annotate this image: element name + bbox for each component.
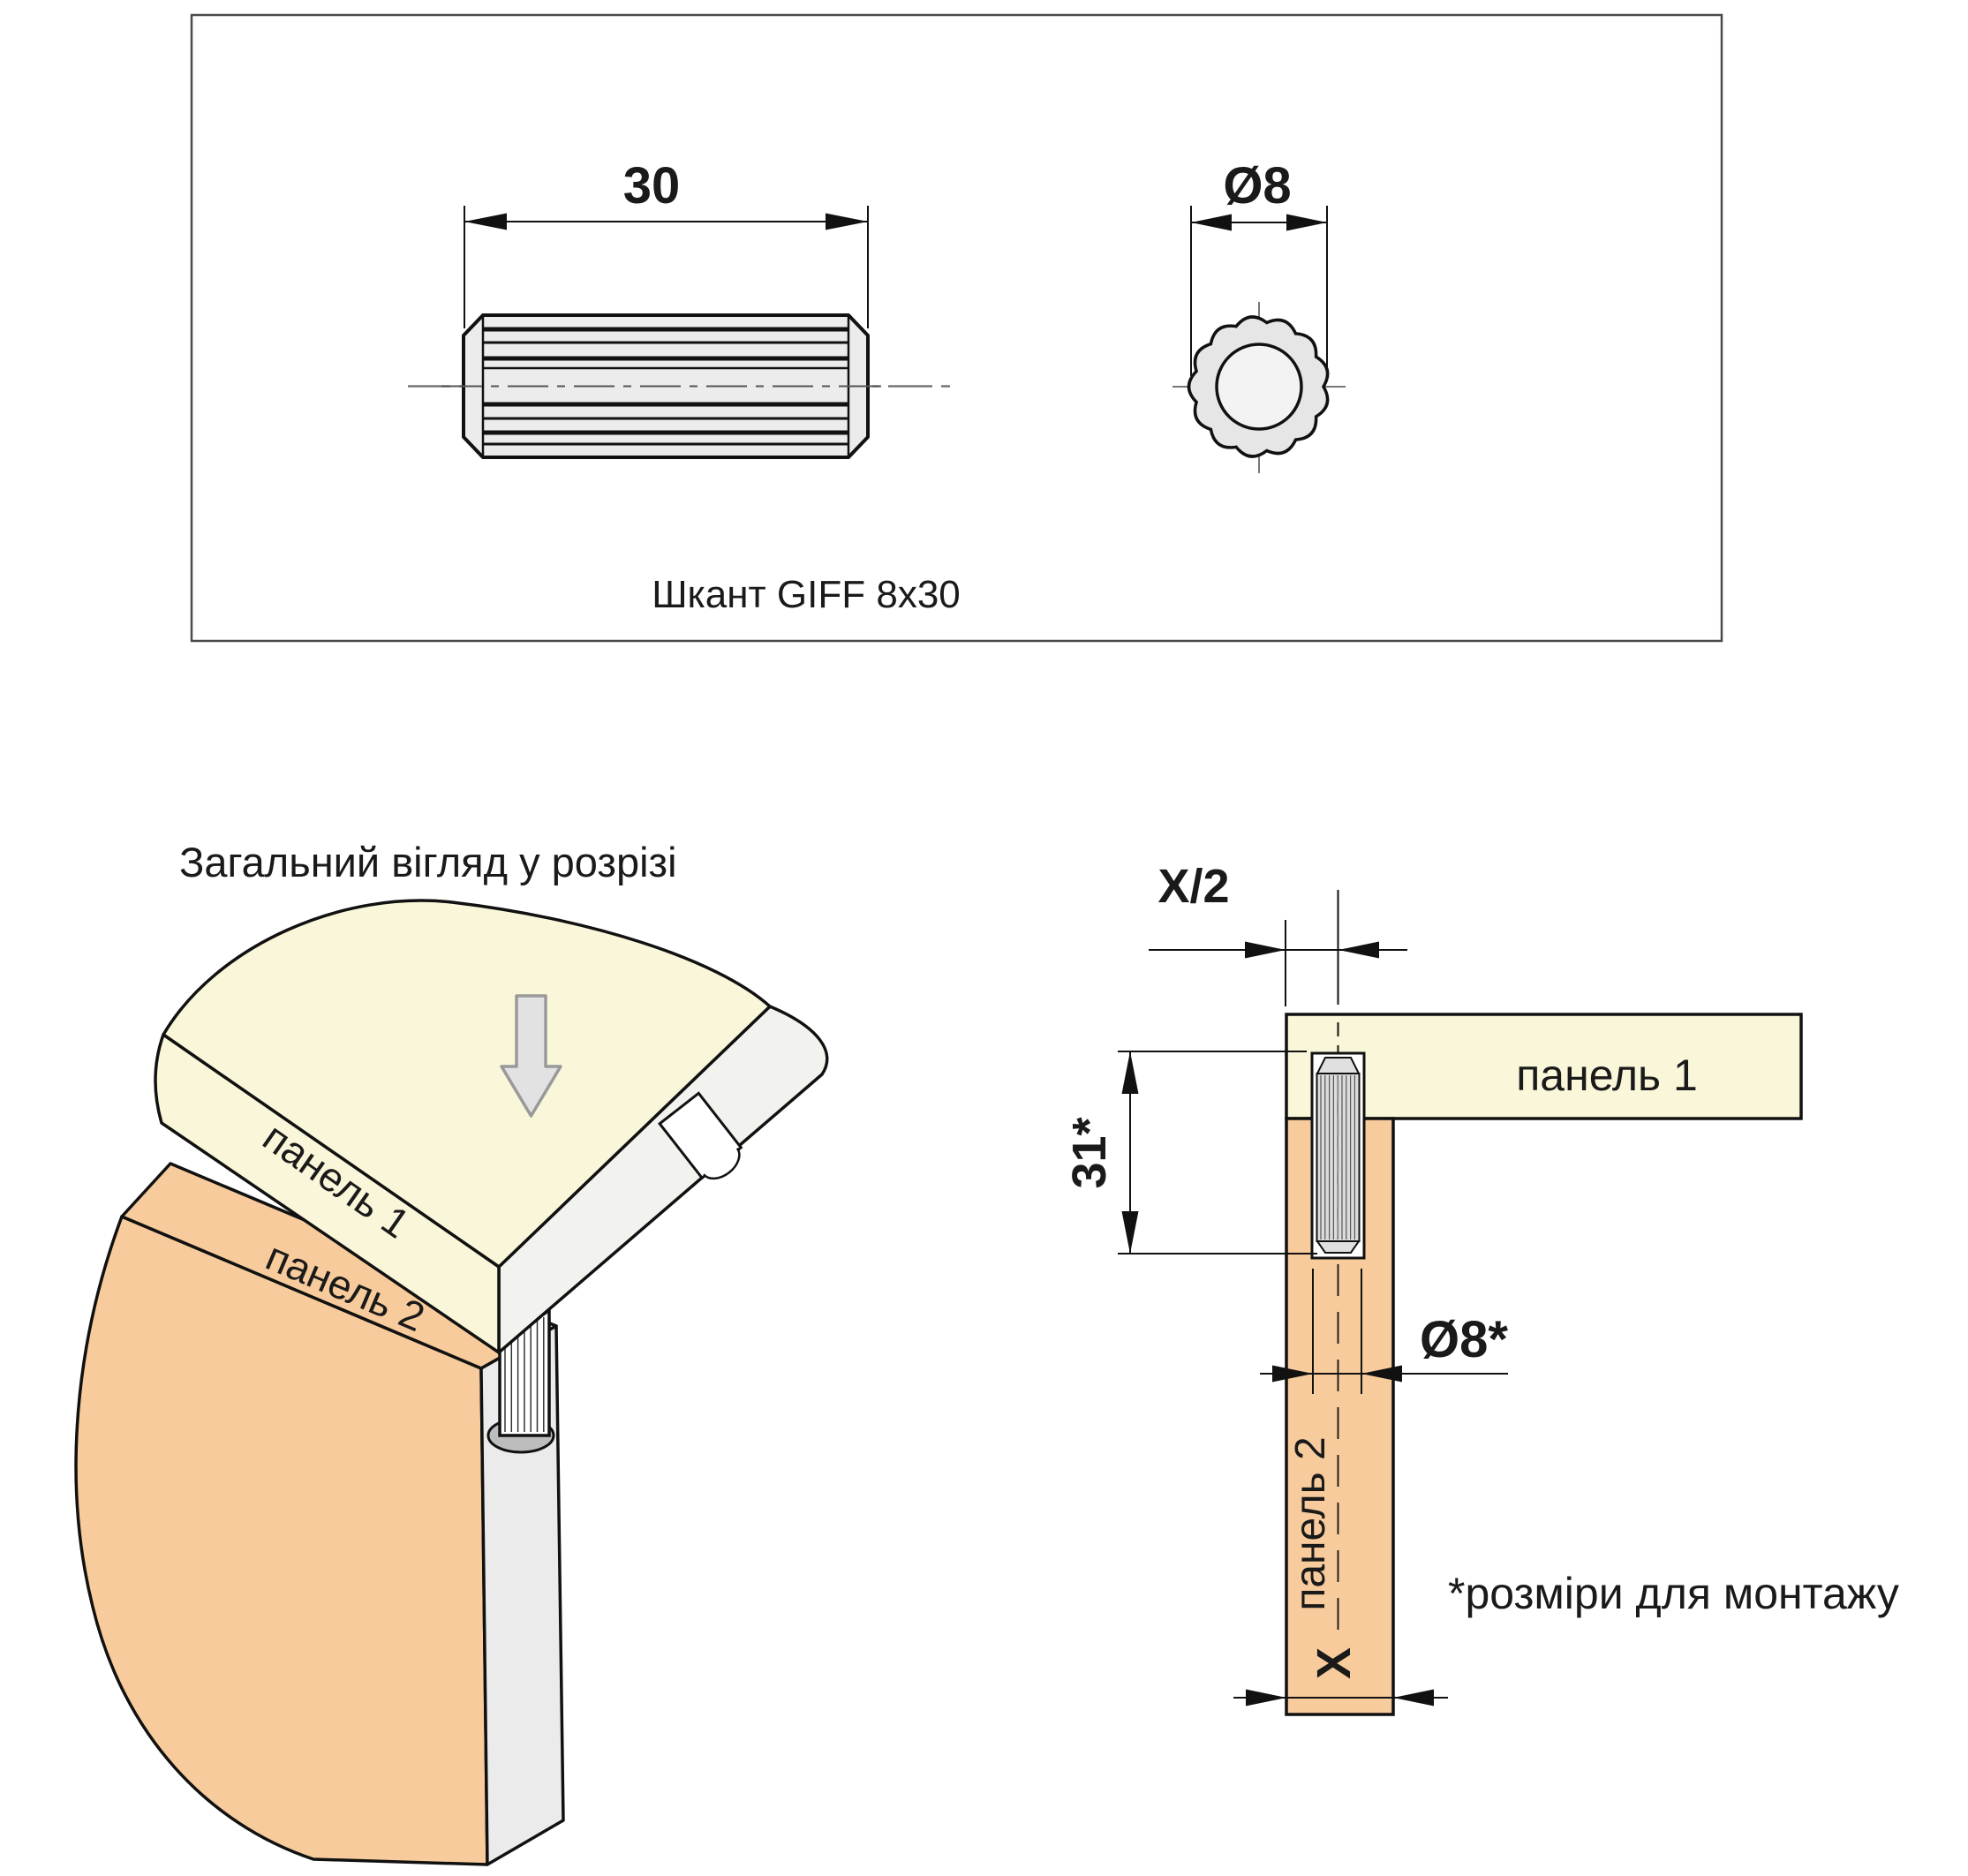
drill-depth-text: 31* bbox=[1063, 1117, 1116, 1188]
arrowhead-up bbox=[1121, 1051, 1139, 1094]
hole-diameter-text: Ø8* bbox=[1420, 1311, 1508, 1368]
arrow-down-icon bbox=[500, 994, 562, 1118]
edge-offset-text: X/2 bbox=[1157, 860, 1229, 913]
panel-thickness-text: X bbox=[1308, 1647, 1361, 1679]
arrowhead-left bbox=[464, 213, 507, 230]
diameter-dimension: Ø8 bbox=[1190, 157, 1328, 376]
arrowhead-right bbox=[1272, 1365, 1313, 1383]
drill-depth-dimension: 31* bbox=[1063, 1051, 1317, 1254]
assembly-3d-view: Загальний вігляд у розрізі панель 2 bbox=[74, 839, 829, 1866]
arrowhead-left bbox=[1191, 214, 1232, 231]
panel-thickness-dimension: X bbox=[1233, 1647, 1448, 1706]
panel2-front-face bbox=[74, 1215, 489, 1866]
arrowhead-right bbox=[1286, 214, 1327, 231]
length-dim-text: 30 bbox=[623, 157, 681, 215]
dowel-bottom-chamfer bbox=[1316, 1240, 1361, 1254]
panel1-section-label: панель 1 bbox=[1516, 1051, 1698, 1100]
arrowhead-down bbox=[1121, 1211, 1139, 1254]
panel1-front-face bbox=[154, 1033, 501, 1354]
panel1-top-face bbox=[162, 899, 772, 1269]
arrowhead-right bbox=[826, 213, 868, 230]
panel1-notch bbox=[658, 1091, 743, 1180]
arrowhead-left bbox=[1338, 941, 1379, 959]
hole-diameter-dimension: Ø8* bbox=[1260, 1269, 1508, 1394]
edge-offset-dimension: X/2 bbox=[1149, 860, 1407, 1006]
drawing-caption: Шкант GIFF 8x30 bbox=[652, 573, 961, 616]
dowel-flute-lines bbox=[484, 327, 848, 446]
notch-bowl bbox=[703, 1147, 741, 1180]
assembly-title: Загальний вігляд у розрізі bbox=[179, 839, 677, 885]
cross-section-view: X/2 31* Ø8* X панель 1 п bbox=[1063, 860, 1899, 1716]
dowel-section bbox=[1316, 1057, 1361, 1254]
arrowhead-right bbox=[1246, 1689, 1286, 1706]
panel1-3d: панель 1 bbox=[154, 899, 829, 1354]
arrowhead-left bbox=[1393, 1689, 1434, 1706]
mounting-footnote: *розміри для монтажу bbox=[1448, 1569, 1899, 1618]
dowel-end-view bbox=[1173, 302, 1346, 473]
panel1-section bbox=[1285, 1013, 1803, 1120]
panel2-section-label: панель 2 bbox=[1287, 1436, 1334, 1610]
dowel-top-chamfer bbox=[1316, 1057, 1361, 1074]
drawing-frame bbox=[190, 13, 1723, 643]
dowel-end-core bbox=[1215, 343, 1303, 431]
length-dimension: 30 bbox=[464, 157, 869, 328]
arrowhead-left bbox=[1361, 1365, 1402, 1383]
diameter-dim-text: Ø8 bbox=[1223, 157, 1291, 215]
dowel-drawing-box: 30 Ø8 Шкант GIFF 8x30 bbox=[190, 13, 1723, 643]
dowel-side-view bbox=[441, 313, 890, 459]
panel1-cut-face bbox=[497, 1005, 829, 1354]
arrowhead-right bbox=[1245, 941, 1286, 959]
dowel-section-flutes bbox=[1320, 1075, 1356, 1239]
